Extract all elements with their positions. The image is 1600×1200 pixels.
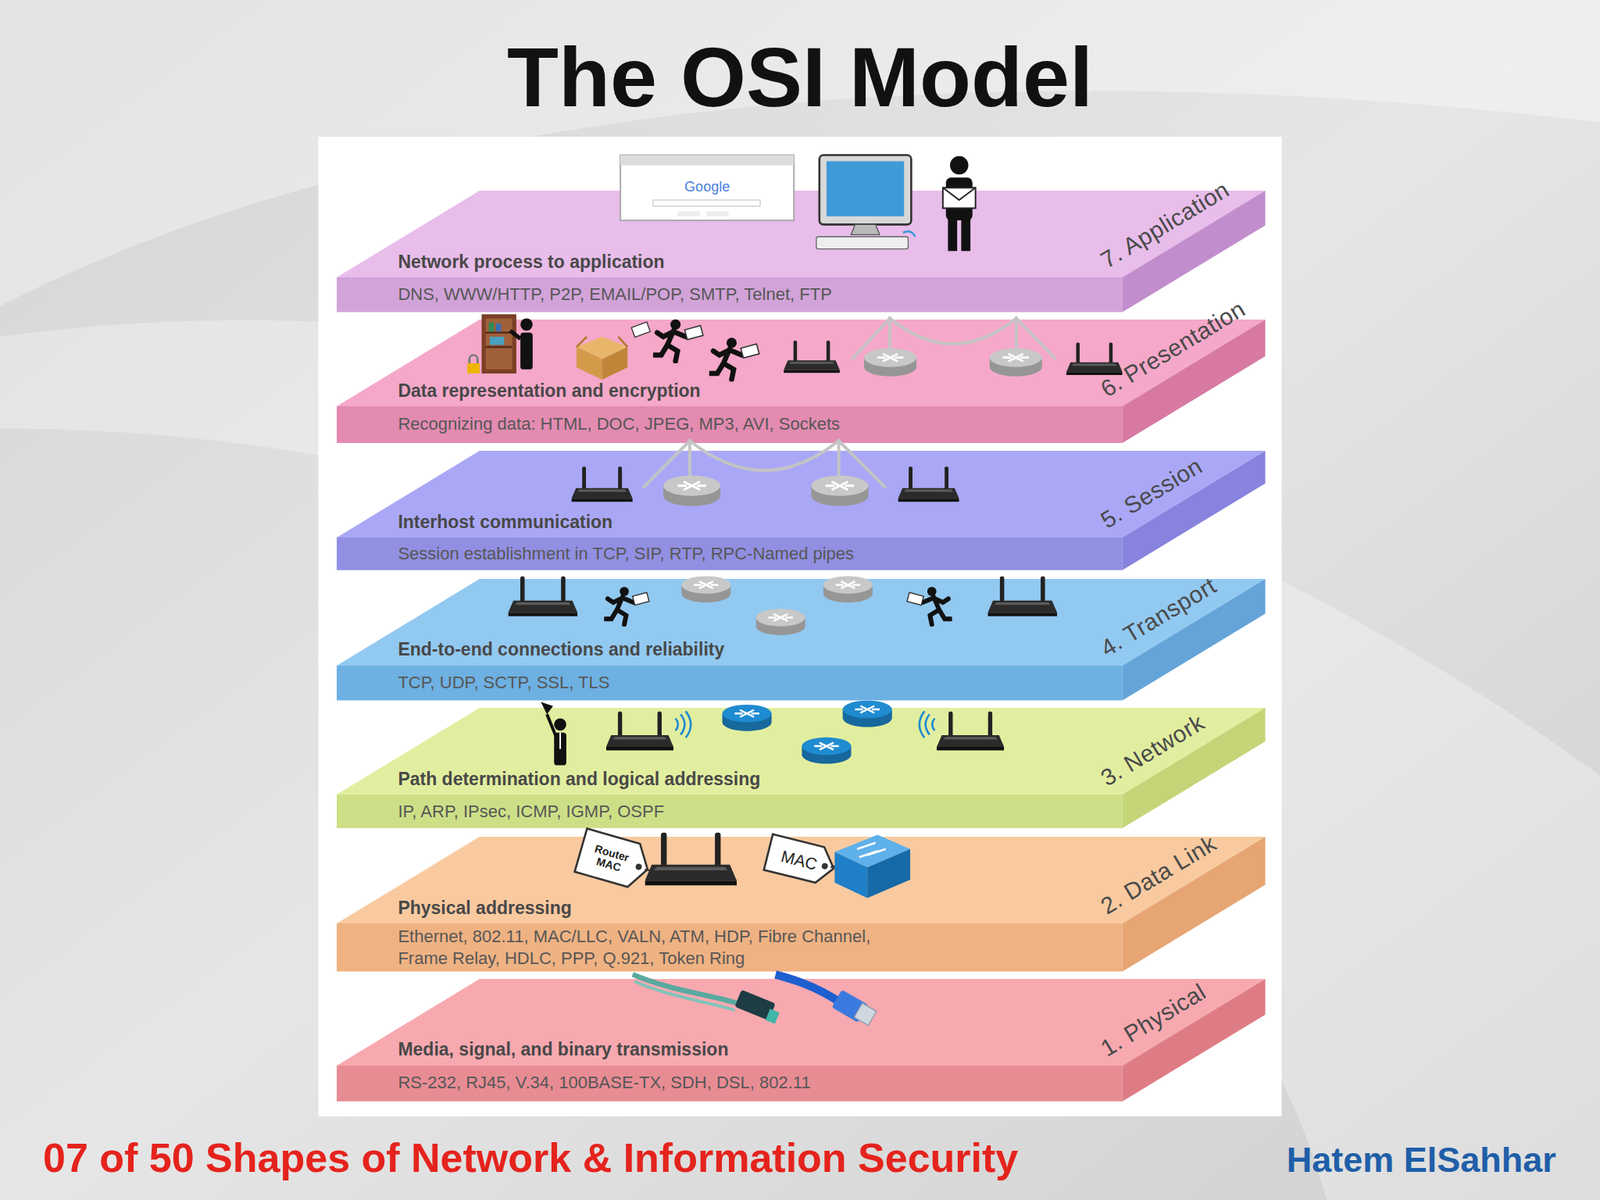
mac-tag <box>764 834 839 886</box>
layer-protocols: TCP, UDP, SCTP, SSL, TLS <box>397 665 1101 700</box>
tag-string <box>830 863 845 868</box>
router-gray <box>681 575 731 603</box>
wireless-router <box>606 711 674 751</box>
layer-protocols: Recognizing data: HTML, DOC, JPEG, MP3, … <box>397 406 1101 443</box>
white-panel <box>318 136 1283 1117</box>
fiber-cable <box>632 974 780 1024</box>
browser-logo-text: Google <box>684 179 730 196</box>
layer-heading: Path determination and logical addressin… <box>397 767 1101 790</box>
layer-heading: Physical addressing <box>397 896 1101 919</box>
router-gray <box>864 348 917 377</box>
computer-monitor <box>816 155 916 250</box>
osi-layer-slab: Network process to applicationDNS, WWW/H… <box>336 190 1266 312</box>
wireless-router <box>987 576 1058 617</box>
router-gray <box>663 475 721 507</box>
osi-layer-slab: Path determination and logical addressin… <box>336 707 1266 829</box>
layer-protocols: IP, ARP, IPsec, ICMP, IGMP, OSPF <box>397 794 1101 829</box>
osi-layer-slab: End-to-end connections and reliabilityTC… <box>336 578 1266 700</box>
wireless-router <box>571 466 633 502</box>
slab-front-face <box>336 406 1123 443</box>
layer-protocols: DNS, WWW/HTTP, P2P, EMAIL/POP, SMTP, Tel… <box>397 277 1101 312</box>
slab-front-face <box>336 794 1123 829</box>
mac-tag <box>575 828 654 892</box>
network-switch <box>834 834 911 898</box>
layer-protocols: RS-232, RJ45, V.34, 100BASE-TX, SDH, DSL… <box>397 1065 1101 1102</box>
router-blue <box>801 737 851 765</box>
wireless-router <box>783 340 840 373</box>
layer-protocols: Session establishment in TCP, SIP, RTP, … <box>397 537 1101 571</box>
slab-front-face <box>336 665 1123 700</box>
tag-text: Router MAC <box>585 841 636 878</box>
layer-protocols: Ethernet, 802.11, MAC/LLC, VALN, ATM, HD… <box>397 923 906 972</box>
wifi-waves <box>675 710 936 738</box>
slab-front-face <box>336 277 1123 312</box>
tag-string <box>644 869 661 874</box>
browser-window <box>620 155 794 222</box>
layer-heading: Media, signal, and binary transmission <box>397 1038 1101 1061</box>
running-courier <box>710 337 760 380</box>
osi-layer-slab: Media, signal, and binary transmissionRS… <box>336 978 1266 1102</box>
osi-layer-slab: Data representation and encryptionRecogn… <box>336 319 1266 443</box>
wireless-router <box>1066 342 1123 375</box>
tag-text: MAC <box>778 846 819 874</box>
wireless-router <box>507 576 578 617</box>
router-blue <box>722 704 772 732</box>
wireless-router <box>936 711 1004 751</box>
router-blue <box>842 700 893 728</box>
layer-heading: End-to-end connections and reliability <box>397 638 1101 661</box>
layer-heading: Network process to application <box>397 250 1101 273</box>
cardboard-box <box>576 336 628 380</box>
slab-front-face <box>336 537 1123 571</box>
running-courier <box>907 586 951 625</box>
router-gray <box>989 348 1043 377</box>
bridge-cables <box>852 316 1057 360</box>
slab-front-face <box>336 1065 1123 1102</box>
wireless-router <box>897 466 959 502</box>
person-with-envelope <box>942 156 976 251</box>
author-name: Hatem ElSahhar <box>1286 1140 1557 1180</box>
wireless-router <box>644 832 737 886</box>
bookshelf-safe <box>467 314 533 374</box>
router-gray <box>823 575 873 603</box>
slab-top-face <box>336 707 1266 795</box>
running-courier <box>604 586 649 625</box>
osi-layer-slab: Interhost communicationSession establish… <box>336 450 1266 571</box>
layer-heading: Interhost communication <box>397 510 1101 533</box>
layer-heading: Data representation and encryption <box>397 379 1101 402</box>
envelope <box>631 321 650 337</box>
slab-top-face <box>336 450 1266 538</box>
diagram-title: The OSI Model <box>0 28 1600 127</box>
router-gray <box>756 608 806 636</box>
background-swoosh <box>0 320 1600 1200</box>
router-gray <box>810 475 868 507</box>
ethernet-cable <box>775 974 877 1025</box>
person-with-flag <box>540 702 567 766</box>
series-caption: 07 of 50 Shapes of Network & Information… <box>42 1133 1018 1183</box>
slab-front-face <box>336 923 1123 972</box>
bridge-cables <box>642 439 886 489</box>
running-courier <box>653 319 704 362</box>
